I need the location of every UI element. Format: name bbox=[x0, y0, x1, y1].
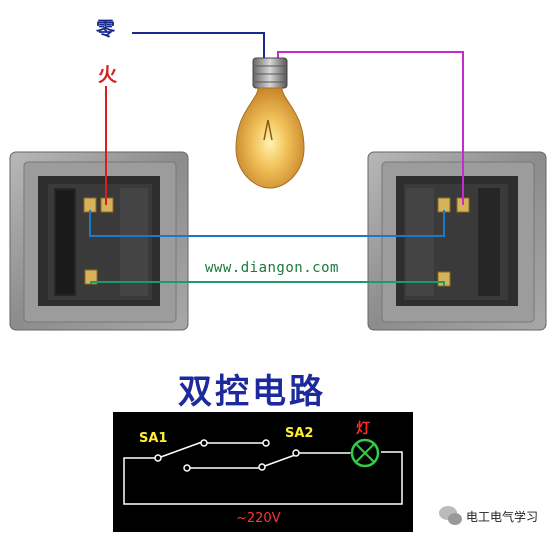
neutral-wire bbox=[132, 32, 265, 68]
schematic-loop-wire bbox=[123, 451, 403, 505]
watermark: 电工电气学习 bbox=[436, 502, 554, 530]
traveler-wire-2 bbox=[90, 281, 445, 286]
schematic-contacts bbox=[154, 439, 300, 472]
left-switch bbox=[9, 151, 189, 331]
schematic-circuit bbox=[123, 441, 403, 505]
website-url: www.diangon.com bbox=[205, 260, 339, 276]
wechat-icon bbox=[439, 506, 462, 525]
voltage-label: ~220V bbox=[236, 511, 281, 526]
live-wire-label: 火 bbox=[98, 64, 118, 86]
wires bbox=[89, 32, 464, 286]
watermark-text: 电工电气学习 bbox=[466, 509, 539, 524]
right-switch bbox=[367, 151, 547, 331]
diagram-title: 双控电路 bbox=[178, 372, 326, 412]
switch-1-label: SA1 bbox=[139, 431, 168, 446]
switch-2-label: SA2 bbox=[285, 426, 314, 441]
schematic-panel bbox=[113, 412, 413, 532]
traveler-wire-1 bbox=[89, 210, 445, 237]
light-bulb-icon bbox=[235, 57, 305, 189]
lamp-label: 灯 bbox=[356, 421, 370, 437]
neutral-wire-label: 零 bbox=[96, 18, 116, 40]
lamp-wire bbox=[277, 51, 464, 205]
lamp-symbol-icon bbox=[350, 438, 380, 468]
